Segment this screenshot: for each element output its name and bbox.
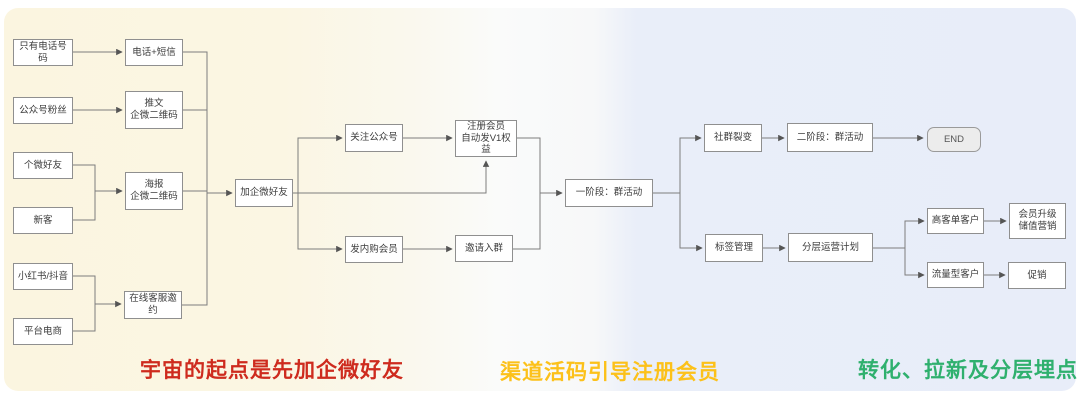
node-phase2-group-activity: 二阶段：群活动 [787, 123, 873, 152]
node-high-ticket-customer: 高客单客户 [927, 208, 984, 234]
node-invite-to-group: 邀请入群 [455, 235, 513, 262]
node-register-member: 注册会员 自动发V1权益 [455, 120, 517, 157]
node-add-wecom-friend: 加企微好友 [235, 179, 293, 207]
node-oa-fans: 公众号粉丝 [13, 97, 73, 124]
node-phase1-group-activity: 一阶段：群活动 [565, 179, 653, 207]
caption-left-section: 宇宙的起点是先加企微好友 [140, 359, 404, 382]
node-layered-ops-plan: 分层运营计划 [788, 233, 873, 262]
node-online-service-invite: 在线客服邀约 [124, 291, 182, 319]
node-new-customer: 新客 [13, 207, 73, 234]
node-community-fission: 社群裂变 [704, 124, 762, 152]
node-personal-wx-friend: 个微好友 [13, 152, 73, 179]
node-promotion: 促销 [1008, 262, 1066, 289]
node-follow-oa: 关注公众号 [345, 124, 403, 152]
node-member-upgrade: 会员升级 储值营销 [1009, 203, 1066, 239]
node-phone-only: 只有电话号码 [13, 39, 73, 66]
node-phone-sms: 电话+短信 [125, 39, 183, 66]
node-tag-management: 标签管理 [705, 234, 763, 262]
node-traffic-customer: 流量型客户 [927, 262, 984, 288]
node-end: END [927, 127, 981, 152]
node-article-qr: 推文 企微二维码 [125, 91, 183, 129]
caption-middle-section: 渠道活码引导注册会员 [500, 361, 720, 384]
caption-right-section: 转化、拉新及分层埋点 [858, 359, 1078, 382]
node-poster-qr: 海报 企微二维码 [125, 172, 183, 210]
node-platform-ecom: 平台电商 [13, 318, 73, 345]
node-xhs-douyin: 小红书/抖音 [13, 263, 73, 290]
node-internal-purchase: 发内购会员 [345, 236, 403, 263]
